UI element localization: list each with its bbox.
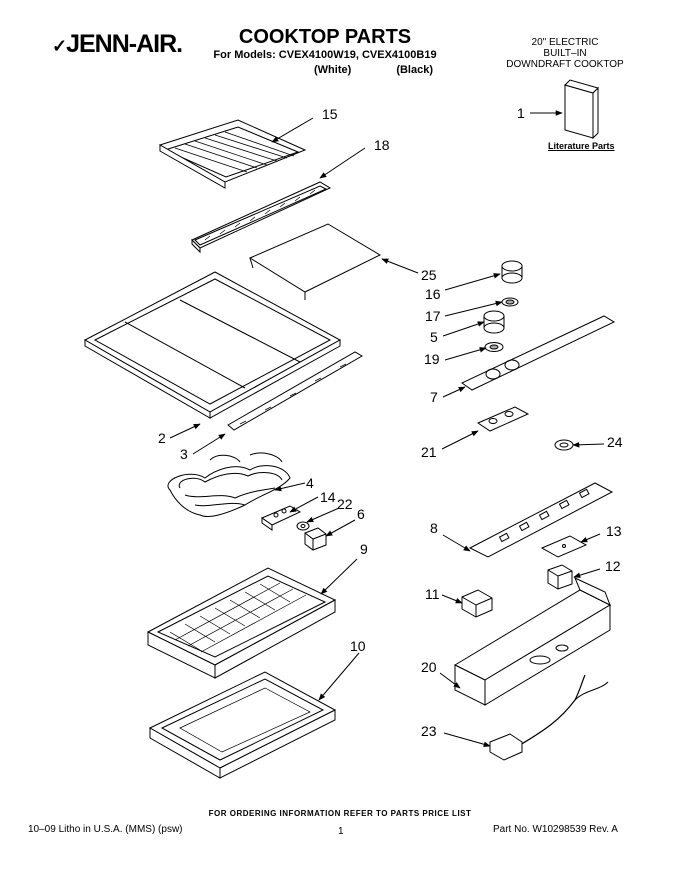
callout-16: 16 <box>425 286 441 302</box>
callout-9: 9 <box>360 541 368 557</box>
product-description: 20" ELECTRIC BUILT–IN DOWNDRAFT COOKTOP <box>490 37 640 70</box>
callout-11: 11 <box>425 586 440 602</box>
plate-part <box>540 535 588 558</box>
grommet-part <box>554 439 574 451</box>
grill-grate-part <box>158 119 307 189</box>
brand-logo-text: JENN-AIR. <box>66 30 183 58</box>
gasket-part <box>476 406 530 432</box>
models-line: For Models: CVEX4100W19, CVEX4100B19 <box>213 49 437 61</box>
description-line-3: DOWNDRAFT COOKTOP <box>506 59 624 70</box>
callout-10: 10 <box>350 638 366 654</box>
callout-15: 15 <box>322 106 338 122</box>
bracket-part <box>304 527 327 551</box>
control-module-part <box>461 589 493 618</box>
variant-black: (Black) <box>396 64 434 76</box>
callout-1: 1 <box>517 105 525 121</box>
callout-19: 19 <box>424 351 440 367</box>
power-cord-part <box>489 674 609 761</box>
description-line-1: 20" ELECTRIC <box>531 37 599 48</box>
callout-8: 8 <box>430 520 438 536</box>
description-line-2: BUILT–IN <box>543 48 587 59</box>
callout-13: 13 <box>606 523 622 539</box>
knob-part-16 <box>501 260 523 284</box>
callout-24: 24 <box>607 434 623 450</box>
switch-board-part <box>468 482 614 558</box>
cooktop-frame-part <box>83 271 342 419</box>
drip-tray-part <box>148 671 337 779</box>
callout-12: 12 <box>605 558 621 574</box>
leader-lines <box>169 110 605 747</box>
base-box-part <box>453 577 612 706</box>
jennair-logo-icon: ✓ <box>52 36 67 56</box>
filter-part <box>248 223 382 300</box>
literature-parts-label: Literature Parts <box>548 141 615 151</box>
ordering-info: FOR ORDERING INFORMATION REFER TO PARTS … <box>208 809 472 818</box>
callout-5: 5 <box>430 329 438 345</box>
callout-7: 7 <box>430 389 438 405</box>
callout-17: 17 <box>425 308 441 324</box>
knob-ring-part-19 <box>484 342 504 352</box>
callout-18: 18 <box>374 137 390 153</box>
variant-white: (White) <box>314 64 352 76</box>
relay-part <box>547 564 573 590</box>
litho-info: 10–09 Litho in U.S.A. (MMS) (psw) <box>28 824 183 835</box>
callout-23: 23 <box>421 723 437 739</box>
callout-21: 21 <box>421 444 437 460</box>
model-variants: (White) (Black) <box>300 64 450 76</box>
washer-part <box>296 521 310 531</box>
part-number: Part No. W10298539 Rev. A <box>493 824 618 835</box>
brand-logo: ✓JENN-AIR. <box>52 30 183 59</box>
page-title: COOKTOP PARTS <box>238 26 412 48</box>
callout-22: 22 <box>337 496 353 512</box>
grill-pan-part <box>146 567 337 679</box>
downdraft-grille-part <box>191 181 332 254</box>
callout-4: 4 <box>306 475 314 491</box>
callout-20: 20 <box>421 659 437 675</box>
page-number: 1 <box>338 826 344 837</box>
trim-strip-part <box>227 351 364 431</box>
callout-25: 25 <box>421 267 437 283</box>
callout-6: 6 <box>357 506 365 522</box>
callout-2: 2 <box>158 430 166 446</box>
knob-part-5 <box>483 310 505 334</box>
heating-element-part <box>167 452 291 518</box>
callout-3: 3 <box>180 446 188 462</box>
control-panel-part <box>461 315 616 391</box>
knob-ring-part-17 <box>501 297 519 307</box>
callout-14: 14 <box>320 489 336 505</box>
literature-booklet-part <box>564 79 599 140</box>
